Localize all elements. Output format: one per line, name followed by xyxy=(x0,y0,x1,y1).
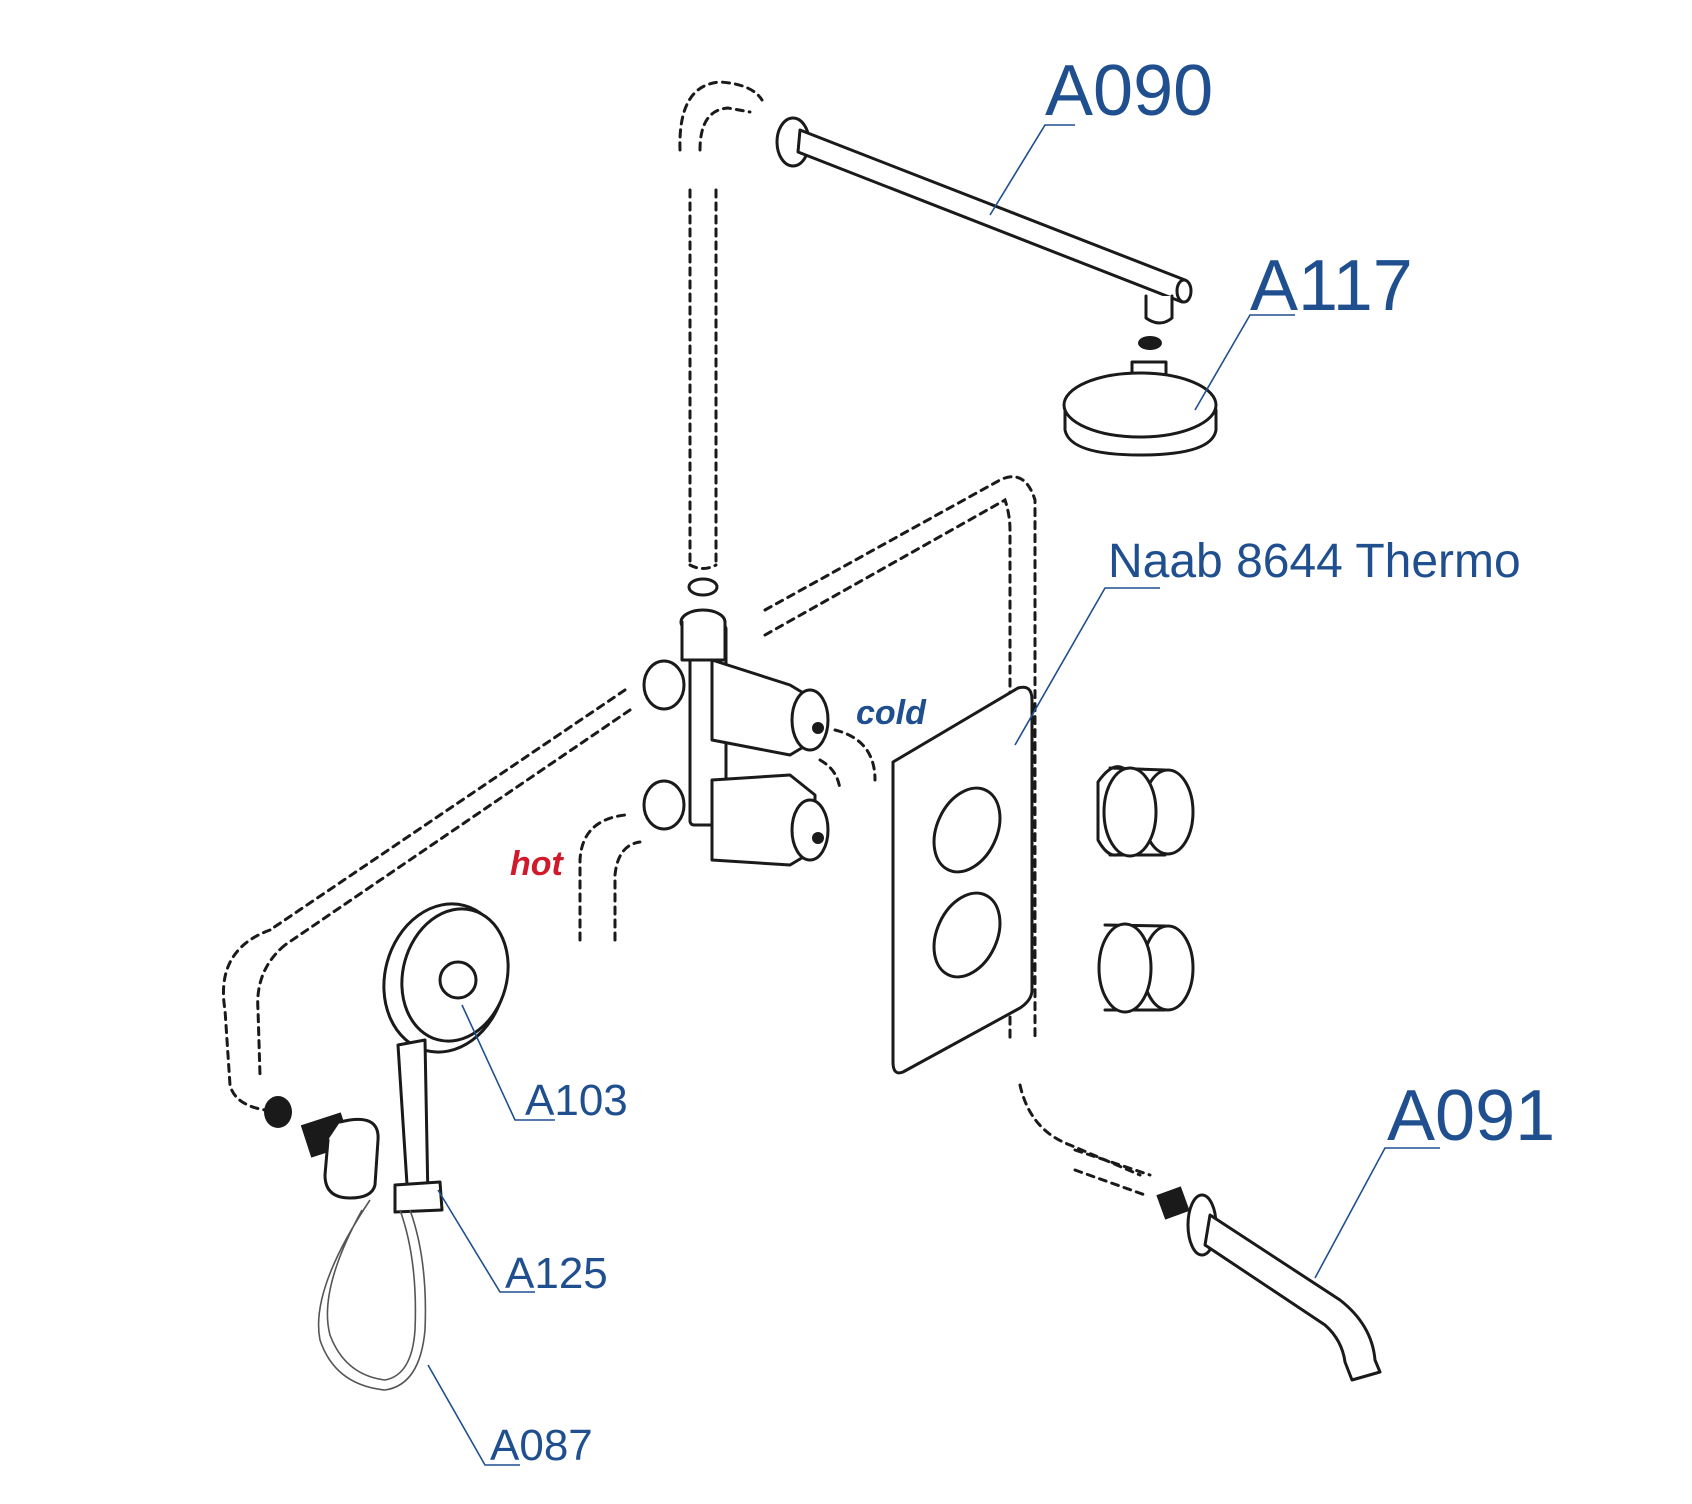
concealed-pipes xyxy=(222,80,1152,1197)
cold-inlet-pipe xyxy=(818,728,877,792)
leader-lines xyxy=(427,124,1440,1466)
shower-head xyxy=(1062,336,1218,457)
wall-outlet-holder xyxy=(264,1096,444,1214)
hand-shower-pipe xyxy=(222,688,632,1112)
spout-connector xyxy=(1073,1148,1152,1197)
label-a103: A103 xyxy=(525,1076,628,1125)
thermostatic-valve-body xyxy=(642,608,830,867)
hand-shower xyxy=(382,902,510,1208)
shower-arm xyxy=(775,116,1193,325)
shower-hose xyxy=(317,1199,427,1391)
riser-pipe xyxy=(688,188,718,570)
hot-inlet-tag: hot xyxy=(510,845,565,883)
cold-inlet-tag: cold xyxy=(856,694,927,732)
riser-elbow xyxy=(678,80,764,152)
cover-plate xyxy=(891,685,1034,1075)
bath-spout xyxy=(1156,1186,1382,1382)
label-panel: Naab 8644 Thermo xyxy=(1108,535,1521,588)
o-ring xyxy=(687,577,719,597)
label-a117: A117 xyxy=(1250,246,1413,326)
label-a091: A091 xyxy=(1387,1076,1555,1156)
hot-inlet-pipe xyxy=(578,813,642,942)
label-a087: A087 xyxy=(490,1421,593,1470)
spout-pipe-bottom xyxy=(1018,1083,1142,1177)
thermostat-handles xyxy=(1096,765,1195,1014)
part-labels: A090 A117 Naab 8644 Thermo A091 A103 A12… xyxy=(490,51,1555,1470)
label-a090: A090 xyxy=(1045,51,1213,131)
label-a125: A125 xyxy=(505,1249,608,1298)
spout-pipe-diagonal xyxy=(763,475,1037,1042)
